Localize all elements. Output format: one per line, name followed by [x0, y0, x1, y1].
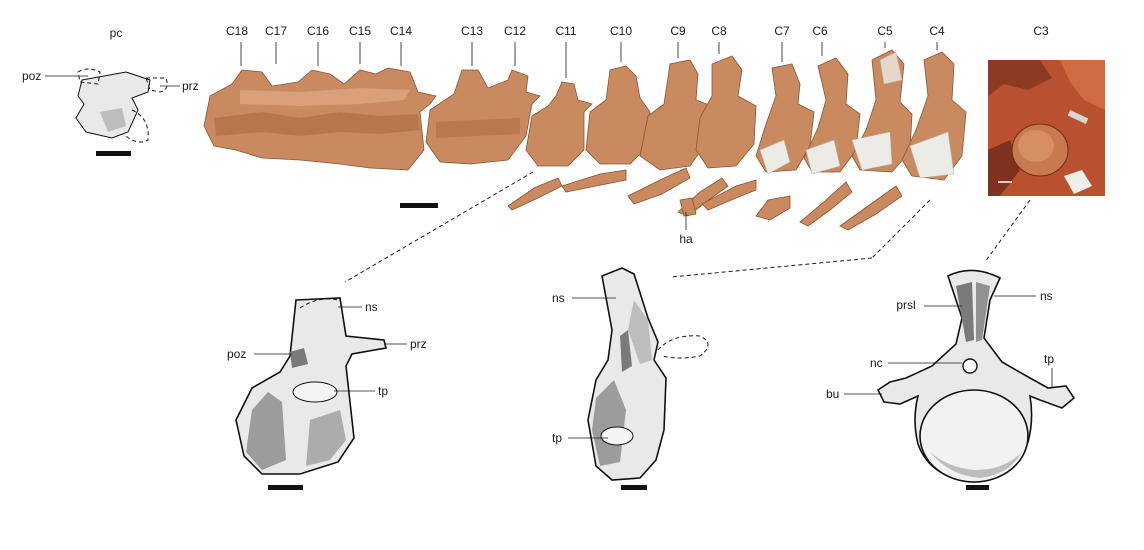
label-c3: C3 — [1033, 24, 1049, 38]
label-ns-right: ns — [1040, 289, 1053, 303]
label-c9: C9 — [670, 24, 686, 38]
label-poz-left: poz — [227, 347, 246, 361]
label-ns-left: ns — [365, 300, 378, 314]
label-tp-left: tp — [378, 384, 388, 398]
label-c8: C8 — [711, 24, 727, 38]
label-bu: bu — [826, 387, 839, 401]
lateral-drawing-left — [235, 297, 387, 490]
vertebra-label-ticks — [240, 42, 938, 230]
label-c15: C15 — [349, 24, 371, 38]
label-ha: ha — [679, 232, 693, 246]
label-tp-middle: tp — [552, 431, 562, 445]
label-c18: C18 — [226, 24, 248, 38]
label-c4: C4 — [929, 24, 945, 38]
label-poz-small: poz — [22, 69, 41, 83]
label-c7: C7 — [774, 24, 790, 38]
lateral-drawing-middle — [587, 267, 709, 490]
c3-photo-inset — [988, 60, 1105, 196]
label-ns-middle: ns — [552, 291, 565, 305]
label-c11: C11 — [555, 24, 576, 38]
pc-drawing — [75, 68, 168, 156]
label-c5: C5 — [877, 24, 893, 38]
vertebra-labels: C18 C17 C16 C15 C14 C13 C12 C11 C10 C9 C… — [226, 24, 1049, 246]
label-c16: C16 — [307, 24, 329, 38]
label-c10: C10 — [610, 24, 632, 38]
label-c6: C6 — [812, 24, 828, 38]
label-c17: C17 — [265, 24, 287, 38]
caudal-series-photo — [203, 49, 967, 231]
label-c14: C14 — [390, 24, 412, 38]
label-tp-right: tp — [1044, 352, 1054, 366]
label-prz-small: prz — [182, 79, 199, 93]
label-prz-left: prz — [410, 337, 427, 351]
label-prsl: prsl — [896, 298, 915, 312]
connector-lines — [344, 171, 1031, 283]
label-pc: pc — [110, 26, 123, 40]
anterior-drawing-right — [876, 269, 1076, 490]
label-c13: C13 — [461, 24, 483, 38]
label-nc: nc — [870, 356, 883, 370]
label-c12: C12 — [504, 24, 526, 38]
